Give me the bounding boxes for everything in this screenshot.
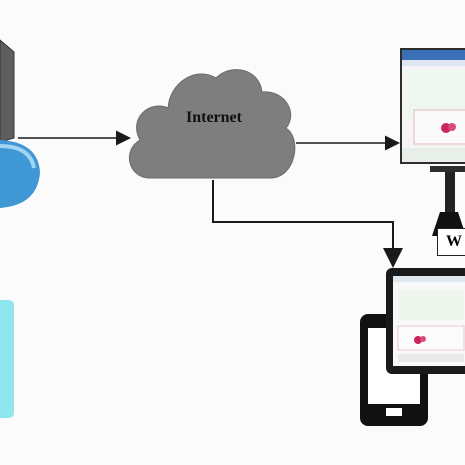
server-icon: [0, 39, 15, 143]
database-icon: [0, 140, 40, 208]
cloud-label: Internet: [186, 109, 243, 126]
internet-cloud-icon: [129, 69, 296, 179]
internet-to-tablet-arrow: [212, 180, 403, 268]
desktop-computer-icon: [400, 48, 465, 236]
web-label-box: W: [437, 228, 465, 256]
mobile-device-icon: [0, 300, 14, 418]
tablet-icon: [386, 268, 465, 374]
